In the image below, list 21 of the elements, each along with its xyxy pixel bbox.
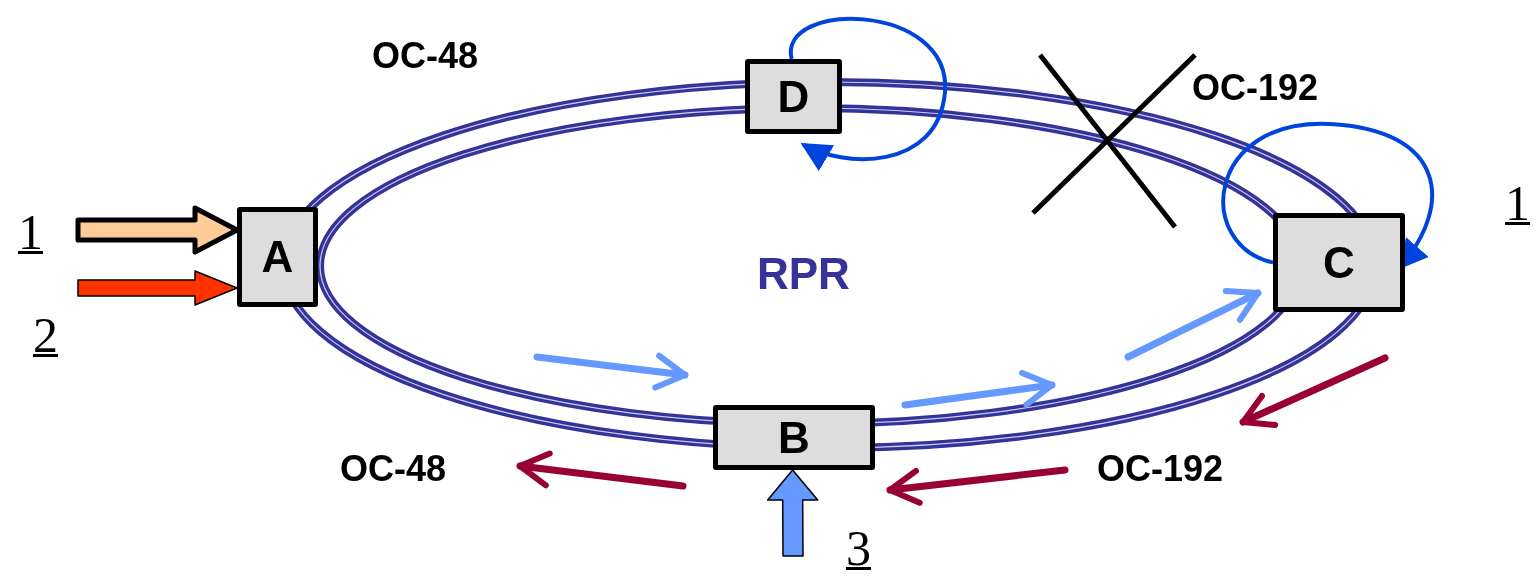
flow-number: 1 xyxy=(18,207,43,257)
link-rate-label: OC-192 xyxy=(1192,70,1319,106)
node-box xyxy=(745,59,842,134)
node-label: C xyxy=(1323,240,1355,285)
link-rate-label: OC-48 xyxy=(340,451,447,487)
block-arrow xyxy=(77,270,238,306)
node-box xyxy=(1273,213,1405,312)
node-box xyxy=(237,207,318,307)
flow-number: 1 xyxy=(1505,178,1530,228)
link-rate-label: OC-192 xyxy=(1097,451,1224,487)
flow-number: 2 xyxy=(33,310,58,360)
node-label: B xyxy=(778,415,810,460)
block-arrow xyxy=(766,469,819,557)
loop-arrow xyxy=(789,17,947,170)
ring-label: RPR xyxy=(757,252,850,296)
node-label: A xyxy=(261,235,294,279)
node-box xyxy=(713,405,875,470)
node-label: D xyxy=(777,74,810,119)
block-arrow xyxy=(75,205,240,255)
link-rate-label: OC-48 xyxy=(372,38,479,74)
flow-number: 3 xyxy=(846,523,871,573)
